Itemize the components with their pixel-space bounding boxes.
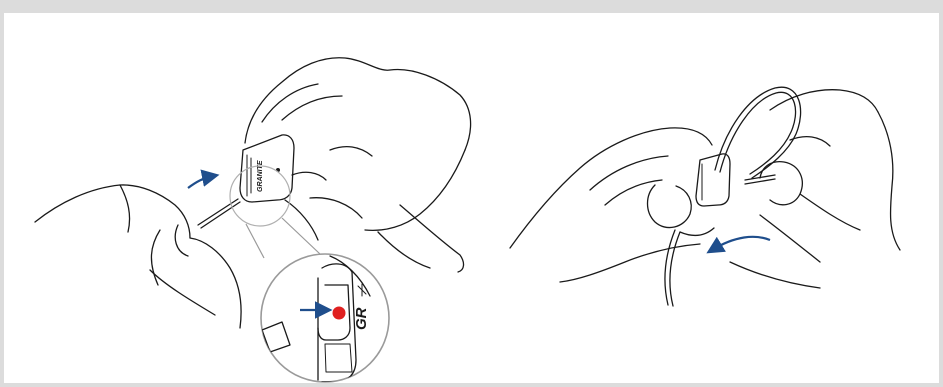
cord-loop xyxy=(665,87,801,306)
reset-button-dot xyxy=(333,307,346,320)
arrow-push-icon xyxy=(188,176,213,188)
device-right-panel xyxy=(696,154,730,206)
brand-mark-small: GRANITE xyxy=(257,160,264,192)
brand-mark-zoom: GR xyxy=(353,307,370,330)
right-hand-right-panel xyxy=(730,90,900,288)
right-hand-outline xyxy=(245,58,471,272)
arrow-rotate-icon xyxy=(712,237,770,250)
right-illustration xyxy=(510,87,900,306)
zoom-callout-icon: GR xyxy=(261,254,389,382)
pin-tool xyxy=(198,199,240,228)
left-hand-right-panel xyxy=(510,128,714,282)
left-illustration: GRANITE GR xyxy=(35,58,471,382)
left-hand-outline xyxy=(35,185,241,328)
